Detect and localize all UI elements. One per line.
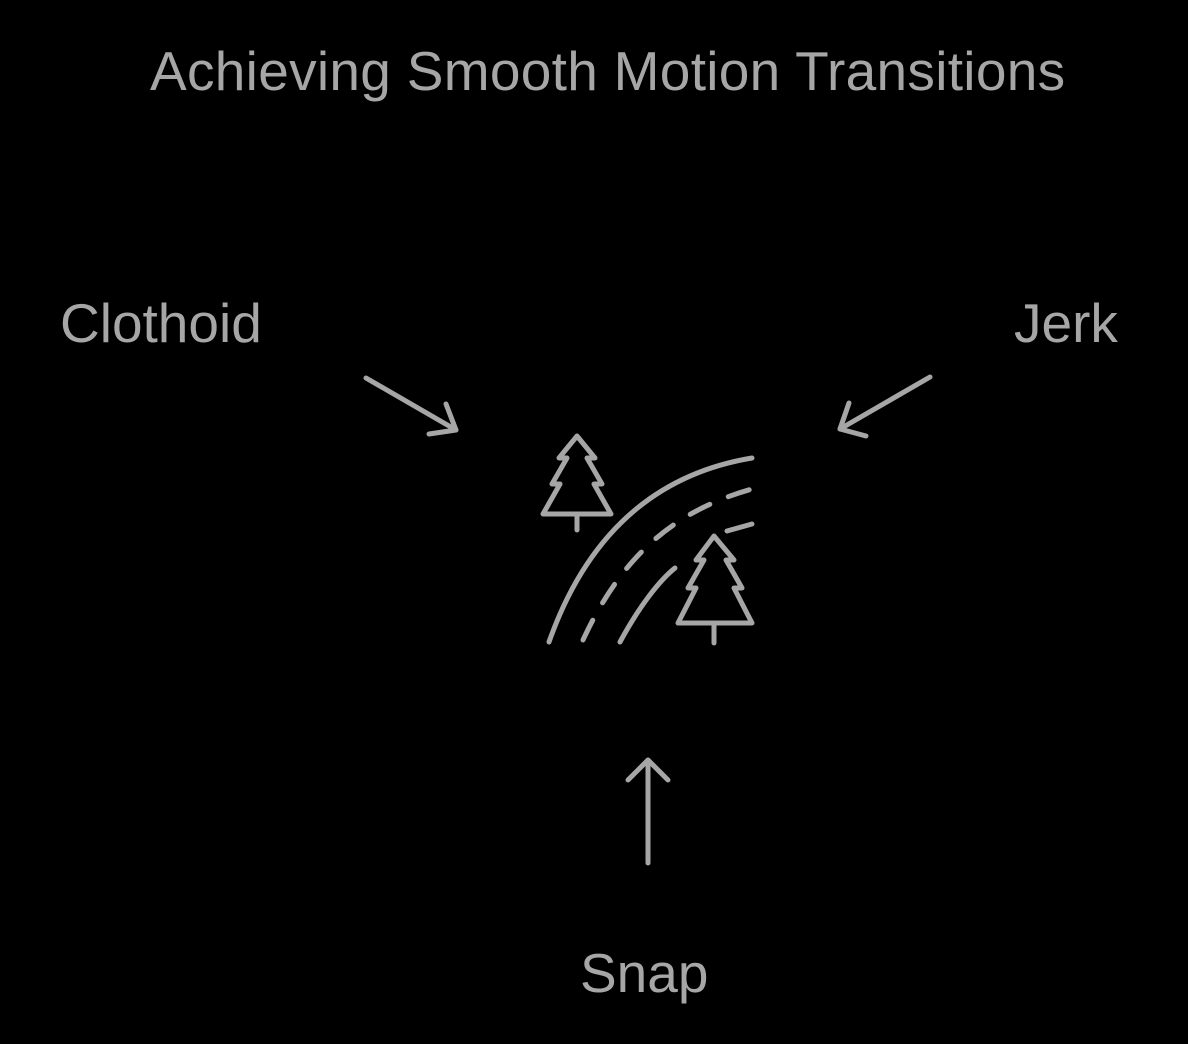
tree-icon <box>675 533 755 646</box>
road-inner-dash <box>724 521 755 534</box>
arrow-jerk-icon <box>837 374 933 439</box>
label-snap: Snap <box>580 942 709 1004</box>
tree-icon <box>540 433 614 533</box>
diagram-title: Achieving Smooth Motion Transitions <box>150 40 1066 102</box>
winding-road-with-trees-icon <box>540 433 755 646</box>
arrow-snap-icon <box>625 757 671 866</box>
road-inner-edge <box>617 565 678 645</box>
label-clothoid: Clothoid <box>60 292 262 354</box>
label-jerk: Jerk <box>1014 292 1118 354</box>
arrow-clothoid-icon <box>363 375 459 437</box>
road-outer-edge <box>546 455 755 645</box>
